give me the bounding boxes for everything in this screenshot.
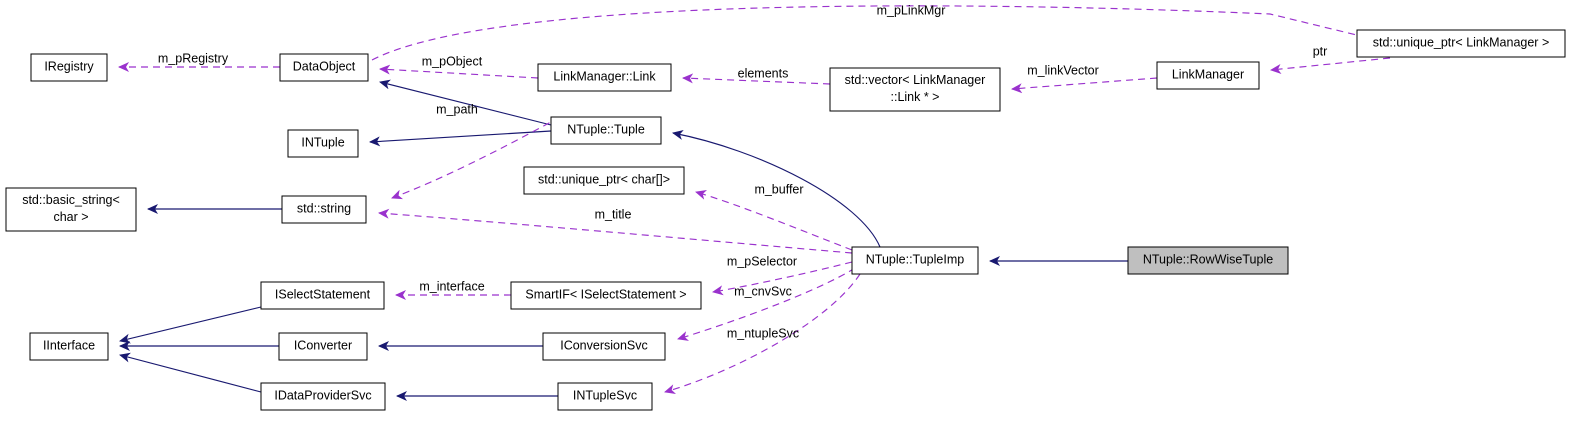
edge-label-m_pObject: m_pObject <box>422 54 483 68</box>
node-label-uniqueptrchar: std::unique_ptr< char[]> <box>538 173 670 187</box>
edge-label-m_pLinkMgr: m_pLinkMgr <box>877 3 946 17</box>
node-label-stdstring: std::string <box>297 202 351 216</box>
node-box-iinterface[interactable] <box>29 332 109 361</box>
node-label-dataobject: DataObject <box>293 60 356 74</box>
node-box-smartif[interactable] <box>510 281 702 310</box>
edge-m-cnvSvc <box>677 267 856 341</box>
node-box-stdvector[interactable] <box>829 67 1001 112</box>
edge-tuple-to-intuple <box>369 130 552 147</box>
node-iregistry[interactable]: IRegistry <box>30 53 108 82</box>
node-uniqueptrchar[interactable]: std::unique_ptr< char[]> <box>523 166 685 195</box>
node-label-stduniqueptrlm: std::unique_ptr< LinkManager > <box>1373 36 1550 50</box>
node-box-iregistry[interactable] <box>30 53 108 82</box>
node-box-basicstring[interactable] <box>5 187 137 232</box>
node-box-iconverter[interactable] <box>278 332 368 361</box>
edge-label-m_interface: m_interface <box>419 279 484 293</box>
node-box-iselectstmt[interactable] <box>260 281 385 310</box>
edge-ptr <box>1270 57 1391 74</box>
node-label-smartif: SmartIF< ISelectStatement > <box>525 288 686 302</box>
node-label-iregistry: IRegistry <box>44 60 94 74</box>
node-box-linkmanagerlink[interactable] <box>537 63 672 92</box>
node-intuple[interactable]: INTuple <box>287 129 359 158</box>
node-label-iconverter: IConverter <box>294 339 352 353</box>
edge-idataprovider-to-iinterface <box>119 352 262 393</box>
edge-label-m_ntupleSvc: m_ntupleSvc <box>727 326 799 340</box>
node-box-stduniqueptrlm[interactable] <box>1356 29 1566 58</box>
edge-label-m_path: m_path <box>436 102 478 116</box>
edge-m-path <box>391 116 561 200</box>
node-label-rowwisetuple: NTuple::RowWiseTuple <box>1143 253 1273 267</box>
edge-label-m_title: m_title <box>595 207 632 221</box>
usage-edges <box>118 5 1391 394</box>
node-intuplesvc[interactable]: INTupleSvc <box>557 382 653 411</box>
edge-label-m_linkVector: m_linkVector <box>1027 63 1099 77</box>
node-iselectstmt[interactable]: ISelectStatement <box>260 281 385 310</box>
node-tupleimp[interactable]: NTuple::TupleImp <box>851 246 979 275</box>
node-stdvector[interactable]: std::vector< LinkManager::Link * > <box>829 67 1001 112</box>
inheritance-edges <box>119 79 1128 401</box>
node-idataprovider[interactable]: IDataProviderSvc <box>260 382 386 411</box>
node-box-intuple[interactable] <box>287 129 359 158</box>
edge-label-m_pSelector: m_pSelector <box>727 254 797 268</box>
edge-tupleimp-to-tuple <box>672 130 881 248</box>
node-linkmanager[interactable]: LinkManager <box>1156 61 1260 90</box>
edge-m-buffer <box>695 190 853 251</box>
node-box-intuplesvc[interactable] <box>557 382 653 411</box>
node-rowwisetuple[interactable]: NTuple::RowWiseTuple <box>1127 246 1289 275</box>
node-label-linkmanagerlink: LinkManager::Link <box>553 70 656 84</box>
edge-m-title <box>378 208 853 254</box>
node-label-intuple: INTuple <box>301 136 344 150</box>
edge-iselectstmt-to-iinterface <box>119 306 262 344</box>
node-box-linkmanager[interactable] <box>1156 61 1260 90</box>
edge-label-m_pRegistry: m_pRegistry <box>158 51 229 65</box>
node-box-iconversionsvc[interactable] <box>542 332 666 361</box>
edge-label-elements: elements <box>738 66 789 80</box>
edge-label-m_buffer: m_buffer <box>754 182 803 196</box>
node-stduniqueptrlm[interactable]: std::unique_ptr< LinkManager > <box>1356 29 1566 58</box>
edge-elements <box>682 73 831 85</box>
node-basicstring[interactable]: std::basic_string<char > <box>5 187 137 232</box>
node-label-iinterface: IInterface <box>43 339 95 353</box>
node-box-idataprovider[interactable] <box>260 382 386 411</box>
node-dataobject[interactable]: DataObject <box>279 53 369 82</box>
node-box-dataobject[interactable] <box>279 53 369 82</box>
node-label-basicstring: std::basic_string<char > <box>22 193 120 224</box>
node-label-linkmanager: LinkManager <box>1172 68 1244 82</box>
node-iconversionsvc[interactable]: IConversionSvc <box>542 332 666 361</box>
node-label-iconversionsvc: IConversionSvc <box>560 339 648 353</box>
node-iinterface[interactable]: IInterface <box>29 332 109 361</box>
node-iconverter[interactable]: IConverter <box>278 332 368 361</box>
node-ntupletuple[interactable]: NTuple::Tuple <box>550 116 662 145</box>
edge-m-pSelector <box>712 261 853 296</box>
node-stdstring[interactable]: std::string <box>281 195 367 224</box>
edge-tuple-to-dataobject <box>379 79 552 126</box>
node-label-intuplesvc: INTupleSvc <box>573 389 637 403</box>
edge-label-m_cnvSvc: m_cnvSvc <box>734 284 792 298</box>
edge-label-ptr: ptr <box>1313 44 1328 58</box>
node-box-ntupletuple[interactable] <box>550 116 662 145</box>
edge-m-linkVector <box>1011 77 1158 94</box>
node-box-rowwisetuple[interactable] <box>1127 246 1289 275</box>
node-label-stdvector: std::vector< LinkManager::Link * > <box>845 73 986 104</box>
node-label-tupleimp: NTuple::TupleImp <box>866 253 964 267</box>
node-box-uniqueptrchar[interactable] <box>523 166 685 195</box>
edge-m-pLinkMgr <box>371 5 1370 61</box>
node-label-ntupletuple: NTuple::Tuple <box>567 123 645 137</box>
edge-label-layer: m_pRegistry m_pObject m_path elements m_link… <box>158 3 1327 340</box>
node-box-stdstring[interactable] <box>281 195 367 224</box>
node-smartif[interactable]: SmartIF< ISelectStatement > <box>510 281 702 310</box>
node-box-tupleimp[interactable] <box>851 246 979 275</box>
node-linkmanagerlink[interactable]: LinkManager::Link <box>537 63 672 92</box>
node-label-idataprovider: IDataProviderSvc <box>274 389 371 403</box>
edge-m-pObject <box>379 64 539 79</box>
node-label-iselectstmt: ISelectStatement <box>275 288 371 302</box>
